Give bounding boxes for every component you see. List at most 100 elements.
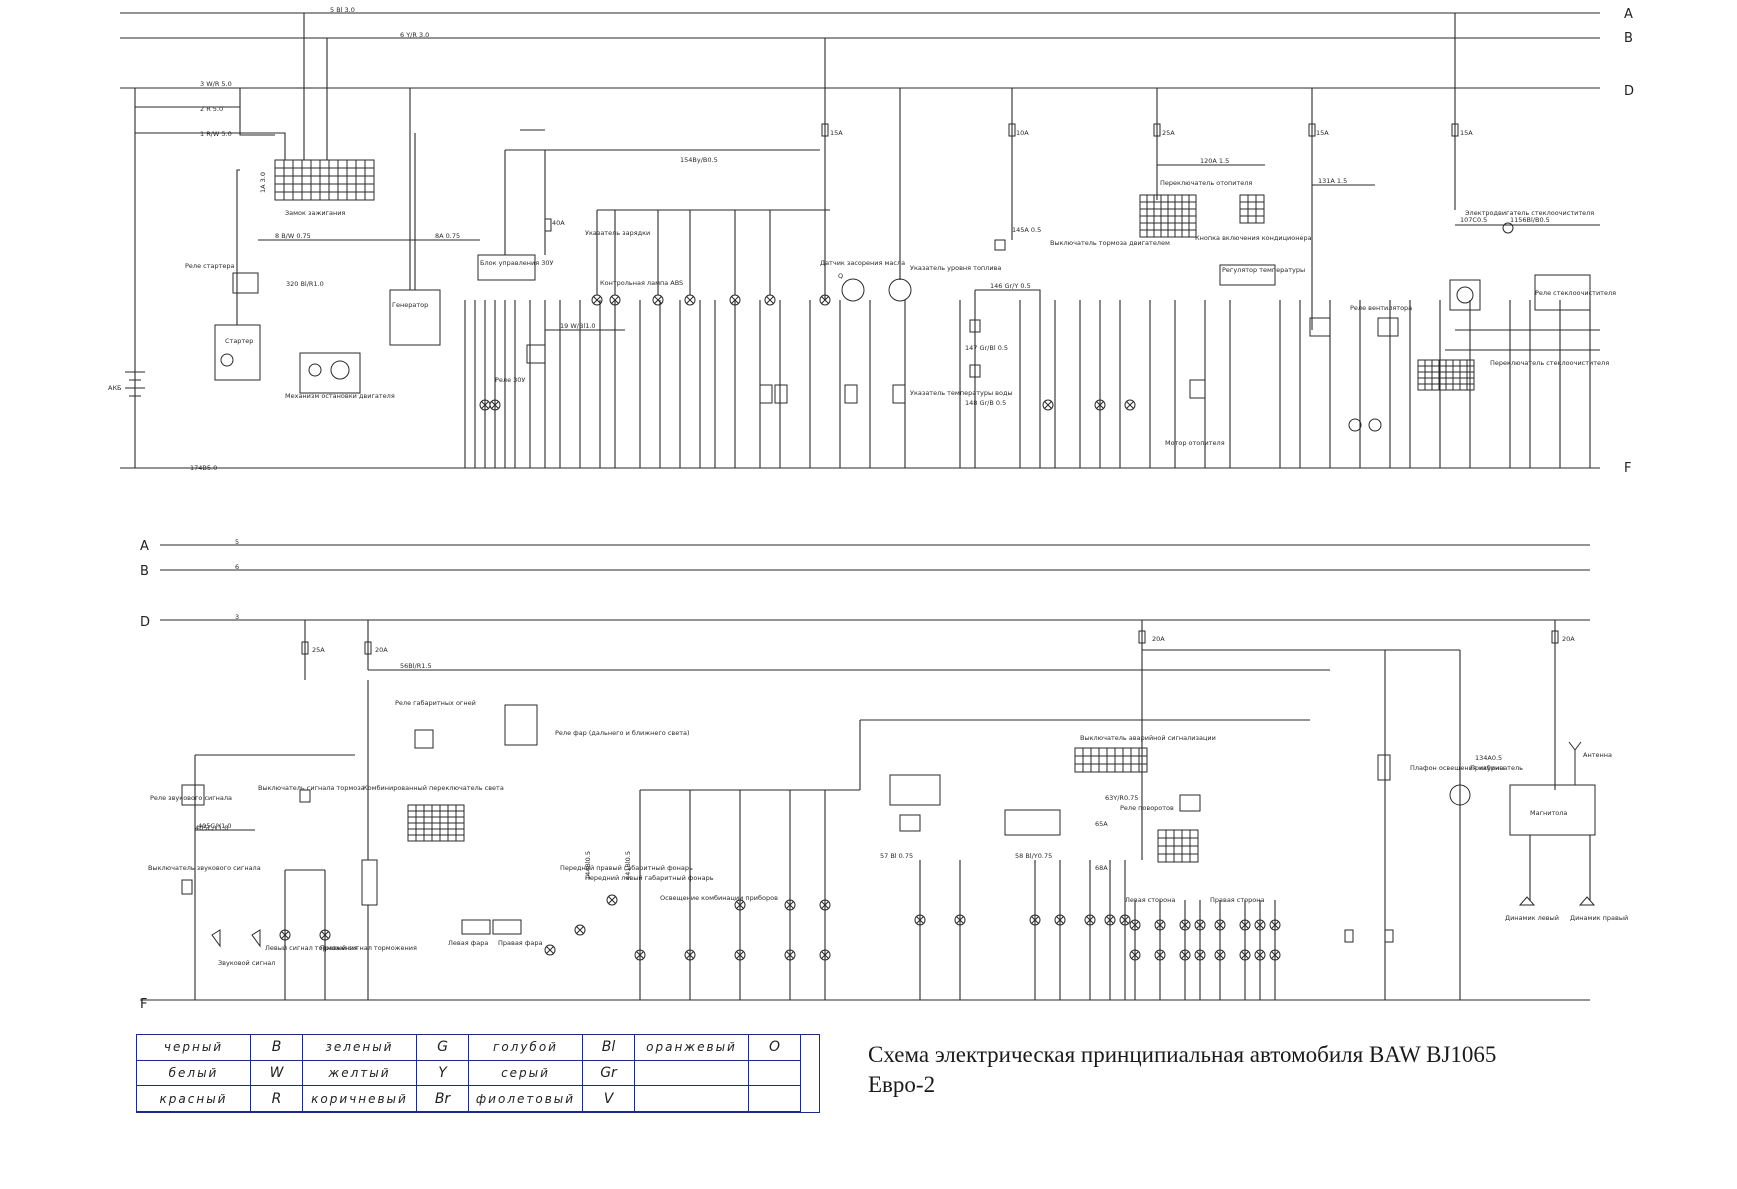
component-label: Указатель зарядки bbox=[585, 229, 650, 237]
lamp-circle bbox=[1124, 399, 1136, 411]
component-label: Выключатель сигнала тормоза bbox=[258, 784, 365, 792]
wire-label: 131A 1.5 bbox=[1318, 177, 1347, 185]
component-label: Реле звукового сигнала bbox=[150, 794, 232, 802]
lamp-icon bbox=[1094, 399, 1106, 411]
component-label: Реле вентилятора bbox=[1350, 304, 1412, 312]
sensor-box bbox=[892, 384, 906, 404]
wire-label: 134A0.5 bbox=[1475, 754, 1502, 762]
lamp-cross bbox=[1106, 916, 1114, 924]
connector-block bbox=[274, 159, 375, 201]
lamp-circle bbox=[784, 899, 796, 911]
gauge-icon bbox=[888, 278, 912, 302]
bus-label: B bbox=[140, 564, 149, 579]
lighter-icon bbox=[1449, 784, 1471, 806]
legend-name: коричневый bbox=[303, 1086, 417, 1112]
lamp-circle bbox=[1129, 949, 1141, 961]
lamp-circle bbox=[1254, 949, 1266, 961]
dome-switch-box bbox=[1377, 754, 1391, 781]
lamp-icon bbox=[1154, 949, 1166, 961]
lamp-icon bbox=[1194, 949, 1206, 961]
lamp-icon bbox=[784, 949, 796, 961]
lamp-icon bbox=[1119, 914, 1131, 926]
bus-label: F bbox=[1624, 461, 1631, 476]
lamp-circle bbox=[1104, 914, 1116, 926]
bus-label: D bbox=[1624, 84, 1634, 99]
lamp-icon bbox=[954, 914, 966, 926]
legend-code bbox=[749, 1060, 801, 1087]
wiper-motor-box bbox=[1449, 279, 1481, 311]
lamp-icon bbox=[1084, 914, 1096, 926]
lamp-icon bbox=[1214, 949, 1226, 961]
switch-icon bbox=[1344, 929, 1354, 943]
engine-stop-box bbox=[299, 352, 361, 394]
wire-label: 56Bl/R1.5 bbox=[400, 662, 432, 670]
lamp-icon bbox=[764, 294, 776, 306]
wire bbox=[236, 169, 240, 325]
wire-label: 15A bbox=[1316, 129, 1329, 137]
lamp-cross bbox=[1044, 401, 1052, 409]
legend-name bbox=[635, 1060, 749, 1087]
lamp-cross bbox=[956, 916, 964, 924]
component-label: Генератор bbox=[392, 301, 428, 309]
wire-label: 1A 3.0 bbox=[259, 172, 267, 193]
horn-relay-box bbox=[181, 784, 205, 806]
lamp-icon bbox=[784, 899, 796, 911]
horn-icon bbox=[211, 929, 221, 948]
component-label: Передний правый габаритный фонарь bbox=[560, 864, 693, 872]
lamp-icon bbox=[489, 399, 501, 411]
lamp-circle bbox=[606, 894, 618, 906]
lamp-icon bbox=[684, 294, 696, 306]
lamp-circle bbox=[1154, 949, 1166, 961]
component-label: Выключатель тормоза двигателем bbox=[1050, 239, 1170, 247]
lamp-cross bbox=[593, 296, 601, 304]
lamp-cross bbox=[1121, 916, 1129, 924]
lamp-circle bbox=[591, 294, 603, 306]
fuse-icon bbox=[364, 641, 372, 655]
lamp-cross bbox=[731, 296, 739, 304]
wire-label: 6 Y/R 3.0 bbox=[400, 31, 429, 39]
component-label: Правый сигнал торможения bbox=[320, 944, 417, 952]
lamp-icon bbox=[544, 944, 556, 956]
lamp-cross bbox=[736, 901, 744, 909]
wiper-motor-icon bbox=[1502, 222, 1514, 234]
gauge-symbol: Q bbox=[838, 272, 843, 280]
component-label: Стартер bbox=[225, 337, 253, 345]
title-line-2: Евро-2 bbox=[868, 1072, 936, 1097]
switch-icon bbox=[181, 879, 193, 895]
component-label: Механизм остановки двигателя bbox=[285, 392, 395, 400]
legend-name: фиолетовый bbox=[469, 1086, 583, 1112]
component-label: Выключатель аварийной сигнализации bbox=[1080, 734, 1216, 742]
component-label: Левая сторона bbox=[1125, 896, 1175, 904]
lamp-cross bbox=[608, 896, 616, 904]
wire-label: 3 bbox=[235, 613, 239, 621]
lamp-circle bbox=[1269, 919, 1281, 931]
connector-frame bbox=[274, 159, 375, 201]
relay-box bbox=[414, 729, 434, 749]
lamp-circle bbox=[279, 929, 291, 941]
relay-box bbox=[1377, 317, 1399, 337]
lamp-icon bbox=[1269, 949, 1281, 961]
component-label: Регулятор температуры bbox=[1222, 266, 1305, 274]
lamp-circle bbox=[1094, 399, 1106, 411]
wire-label: 144Bl0.5 bbox=[584, 851, 592, 880]
wire-label: 68A bbox=[1095, 864, 1108, 872]
lamp-circle bbox=[684, 949, 696, 961]
component-label: Антенна bbox=[1583, 751, 1612, 759]
wire-label: 20A bbox=[1152, 635, 1165, 643]
lamp-icon bbox=[634, 949, 646, 961]
legend-name: голубой bbox=[469, 1035, 583, 1061]
legend-name: оранжевый bbox=[635, 1035, 749, 1061]
lamp-circle bbox=[1239, 919, 1251, 931]
wire-label: 148 Gr/B 0.5 bbox=[965, 399, 1006, 407]
switch-box bbox=[889, 774, 941, 806]
lamp-circle bbox=[819, 294, 831, 306]
component-label: Динамик левый bbox=[1505, 914, 1559, 922]
lamp-circle bbox=[1054, 914, 1066, 926]
wire-label: 20A bbox=[1562, 635, 1575, 643]
wire-label: 405C/Y1.0 bbox=[195, 824, 228, 832]
wire-label: 3 W/R 5.0 bbox=[200, 80, 232, 88]
legend-code: Br bbox=[417, 1086, 469, 1112]
component-label: Плафон освещения кабины bbox=[1410, 764, 1504, 772]
lamp-icon bbox=[734, 899, 746, 911]
component-label: Прикуриватель bbox=[1470, 764, 1523, 772]
